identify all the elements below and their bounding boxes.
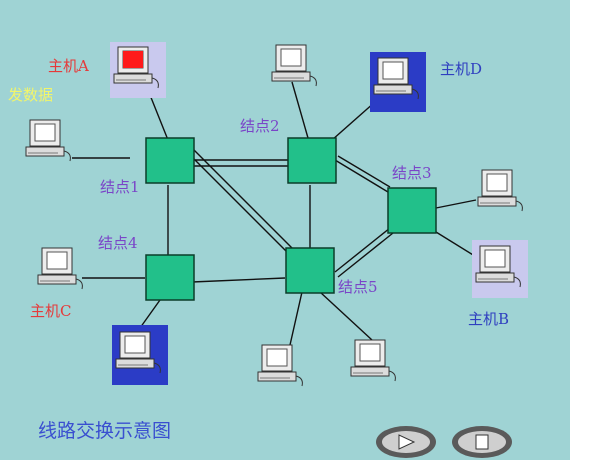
link-host-bottom-node4 <box>139 299 161 329</box>
host-top-computer-icon <box>271 44 317 87</box>
hosts <box>25 42 528 387</box>
diagram-title: 线路交换示意图 <box>38 420 172 442</box>
circuit-switching-diagram: 主机A 发数据 主机D 结点2 结点1 结点3 结点4 结点5 主机C 主机B … <box>0 0 570 460</box>
stop-button[interactable] <box>452 426 512 458</box>
link-node1-node5 <box>184 149 301 266</box>
node-2 <box>287 137 337 184</box>
link-node5-node3 <box>334 227 391 273</box>
link-hostB-node3 <box>435 231 479 259</box>
host-bottom-right-computer-icon <box>350 339 396 382</box>
node-3 <box>387 187 437 234</box>
stop-icon <box>475 434 489 450</box>
node3-label: 结点3 <box>392 164 432 182</box>
host-right-computer-icon <box>477 169 523 212</box>
link-host-bottomright-node5 <box>319 291 373 341</box>
send-data-label: 发数据 <box>8 86 54 104</box>
host-bottom-computer-icon <box>257 344 303 387</box>
link-node2-node3-b <box>337 155 391 188</box>
network-canvas <box>25 42 528 387</box>
link-host-right-node3 <box>435 199 477 209</box>
host-b-computer-icon <box>472 240 528 298</box>
link-node5-node3-b <box>337 232 394 278</box>
host-a-computer-icon <box>110 42 166 98</box>
link-hostD-node2 <box>331 101 376 141</box>
node4-label: 结点4 <box>98 234 138 252</box>
link-node1-node5-b <box>189 145 306 262</box>
node5-label: 结点5 <box>338 278 378 296</box>
link-host-top-node2 <box>291 81 309 139</box>
play-icon <box>398 434 416 450</box>
host-c-label: 主机C <box>30 302 72 320</box>
host-left-computer-icon <box>25 119 71 162</box>
node-1 <box>145 137 195 184</box>
host-bottom-left-computer-icon <box>112 325 168 385</box>
nodes <box>145 137 437 301</box>
node1-label: 结点1 <box>100 178 140 196</box>
node-4 <box>145 254 195 301</box>
link-host-bottom-node5 <box>289 291 303 346</box>
node2-label: 结点2 <box>240 117 280 135</box>
link-node2-node3 <box>334 159 389 193</box>
host-d-computer-icon <box>370 52 426 112</box>
host-a-label: 主机A <box>48 57 89 75</box>
host-c-computer-icon <box>37 247 83 290</box>
link-hostA-node1 <box>149 94 169 141</box>
node-5 <box>285 247 335 294</box>
links <box>72 81 479 346</box>
host-b-label: 主机B <box>468 310 510 328</box>
link-node4-node5 <box>191 277 286 283</box>
host-d-label: 主机D <box>440 60 483 78</box>
controls <box>376 426 512 458</box>
play-button[interactable] <box>376 426 436 458</box>
